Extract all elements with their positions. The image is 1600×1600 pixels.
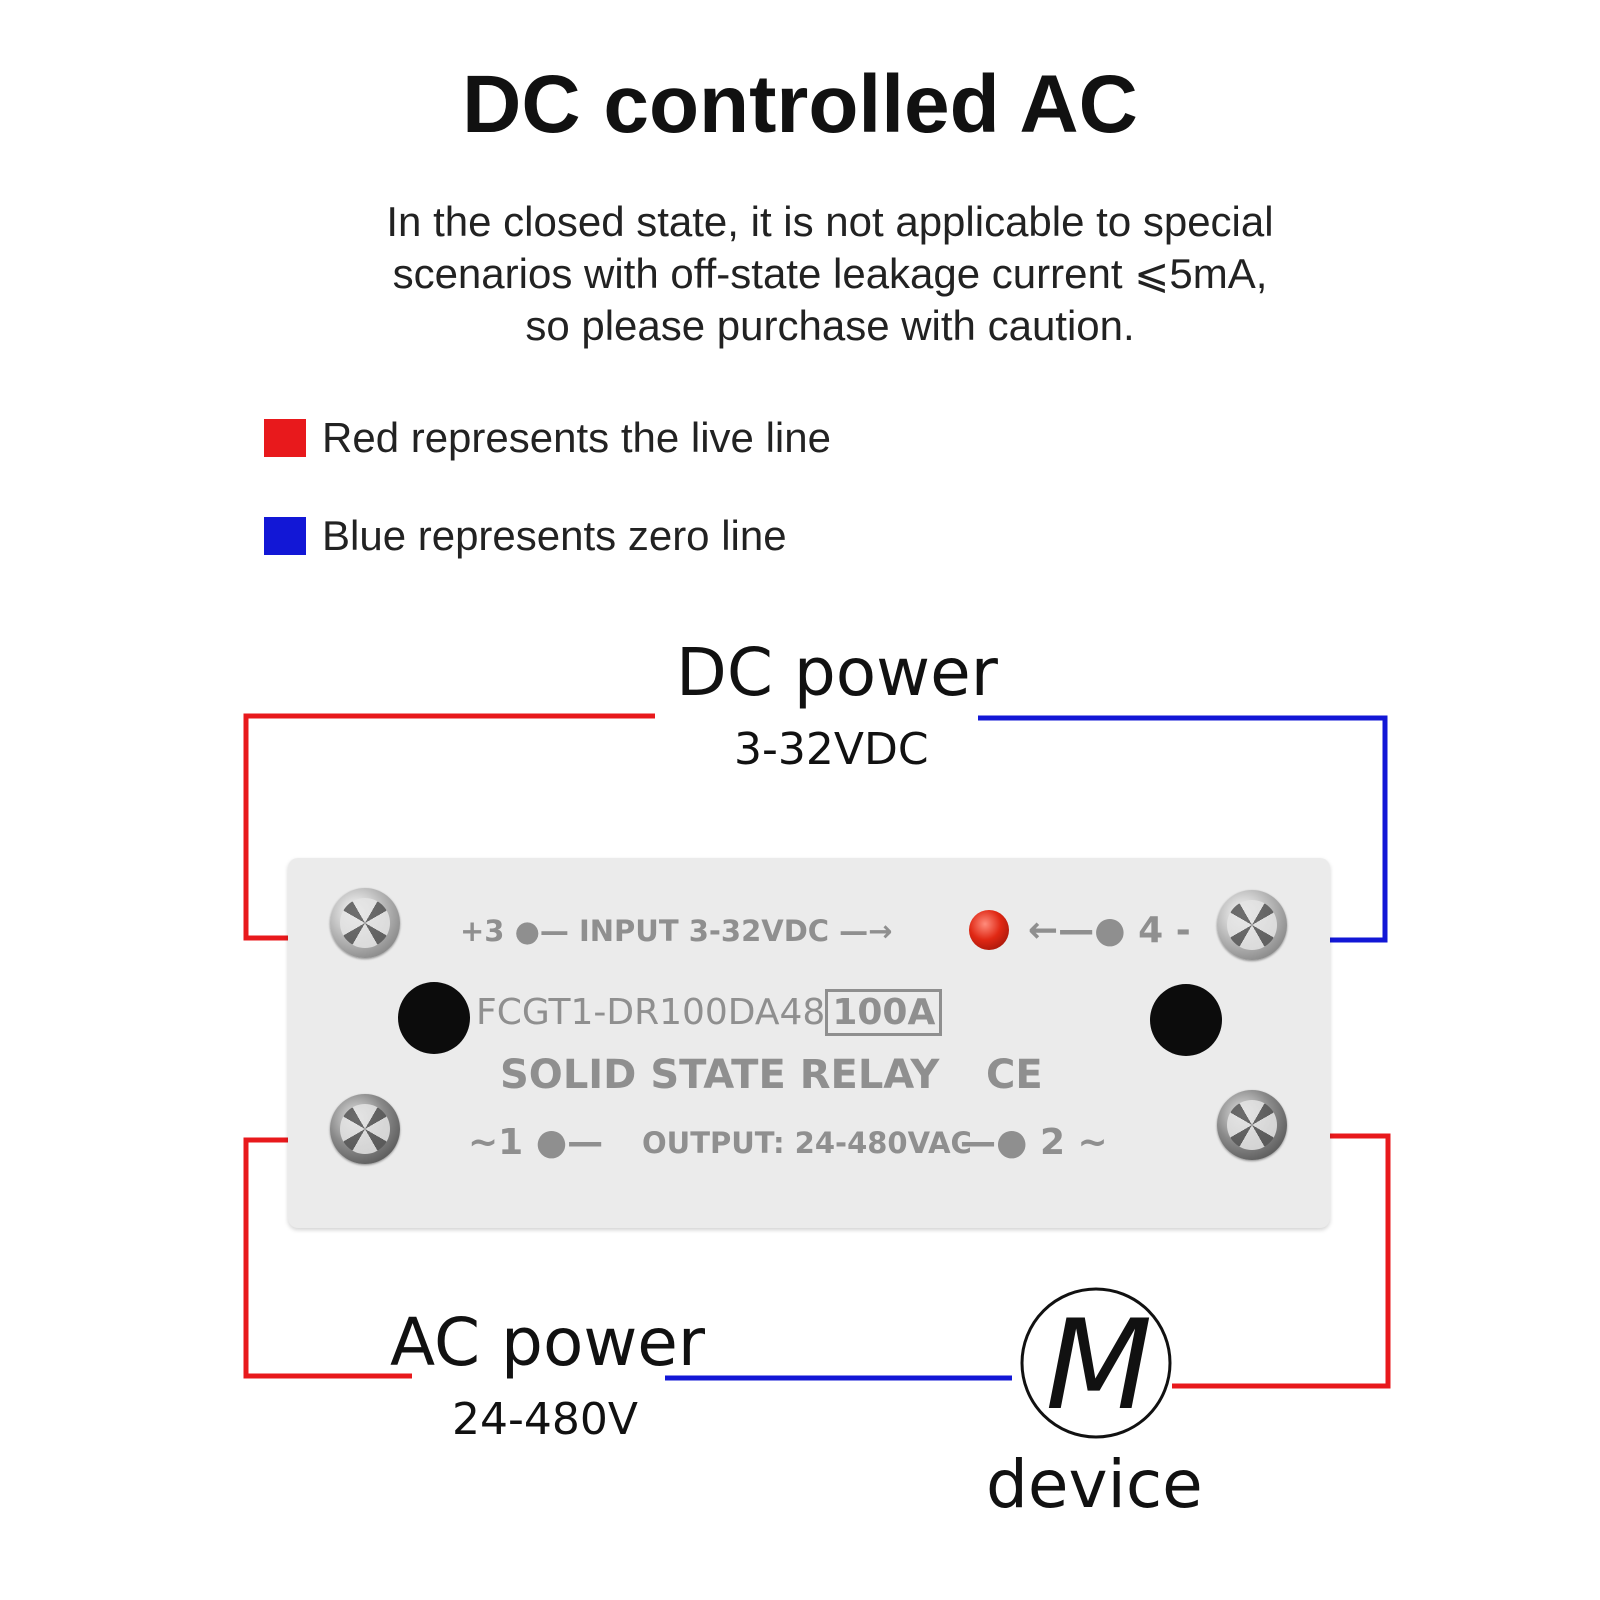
mounting-hole bbox=[398, 982, 470, 1054]
output-marking: OUTPUT: 24-480VAC bbox=[642, 1126, 972, 1160]
device-label: device bbox=[986, 1446, 1203, 1523]
output-terminal-2-marking: —● 2 ~ bbox=[960, 1122, 1108, 1163]
ac-power-spec: 24-480V bbox=[452, 1394, 638, 1445]
rating-badge: 100A bbox=[825, 989, 943, 1036]
model-text: FCGT1-DR100DA48 bbox=[476, 992, 826, 1033]
relay-type: SOLID STATE RELAY bbox=[500, 1052, 940, 1098]
blue-swatch-icon bbox=[264, 517, 306, 555]
motor-symbol: M bbox=[1046, 1294, 1153, 1438]
legend-zero-line: Blue represents zero line bbox=[264, 512, 787, 560]
device-live-wire bbox=[1172, 1133, 1391, 1389]
terminal-screw-icon bbox=[330, 1094, 400, 1164]
legend-live-line: Red represents the live line bbox=[264, 414, 831, 462]
motor-icon bbox=[1020, 1287, 1172, 1439]
caution-note: In the closed state, it is not applicabl… bbox=[250, 196, 1410, 352]
legend-zero-label: Blue represents zero line bbox=[322, 512, 787, 559]
page-title: DC controlled AC bbox=[462, 59, 1138, 150]
dc-live-wire bbox=[243, 713, 655, 941]
caution-line-1: In the closed state, it is not applicabl… bbox=[386, 198, 1274, 245]
caution-line-3: so please purchase with caution. bbox=[525, 302, 1135, 349]
terminal-screw-icon bbox=[1217, 890, 1287, 960]
legend-live-label: Red represents the live line bbox=[322, 414, 831, 461]
red-swatch-icon bbox=[264, 419, 306, 457]
dc-power-spec: 3-32VDC bbox=[734, 724, 929, 775]
input-marking: +3 ●— INPUT 3-32VDC —→ bbox=[460, 914, 893, 948]
output-terminal-1-marking: ~1 ●— bbox=[468, 1122, 604, 1163]
input-terminal-4-marking: ←—● 4 - bbox=[1028, 910, 1191, 951]
ac-live-wire bbox=[243, 1137, 412, 1379]
caution-line-2: scenarios with off-state leakage current… bbox=[392, 250, 1268, 297]
mounting-hole bbox=[1150, 984, 1222, 1056]
solid-state-relay: +3 ●— INPUT 3-32VDC —→ ←—● 4 - FCGT1-DR1… bbox=[288, 858, 1330, 1228]
terminal-screw-icon bbox=[1217, 1090, 1287, 1160]
dc-zero-wire bbox=[978, 715, 1388, 943]
red-led-icon bbox=[969, 910, 1009, 950]
ce-mark: CE bbox=[986, 1052, 1043, 1098]
dc-power-label: DC power bbox=[676, 634, 998, 711]
ac-power-label: AC power bbox=[390, 1304, 706, 1381]
terminal-screw-icon bbox=[330, 888, 400, 958]
